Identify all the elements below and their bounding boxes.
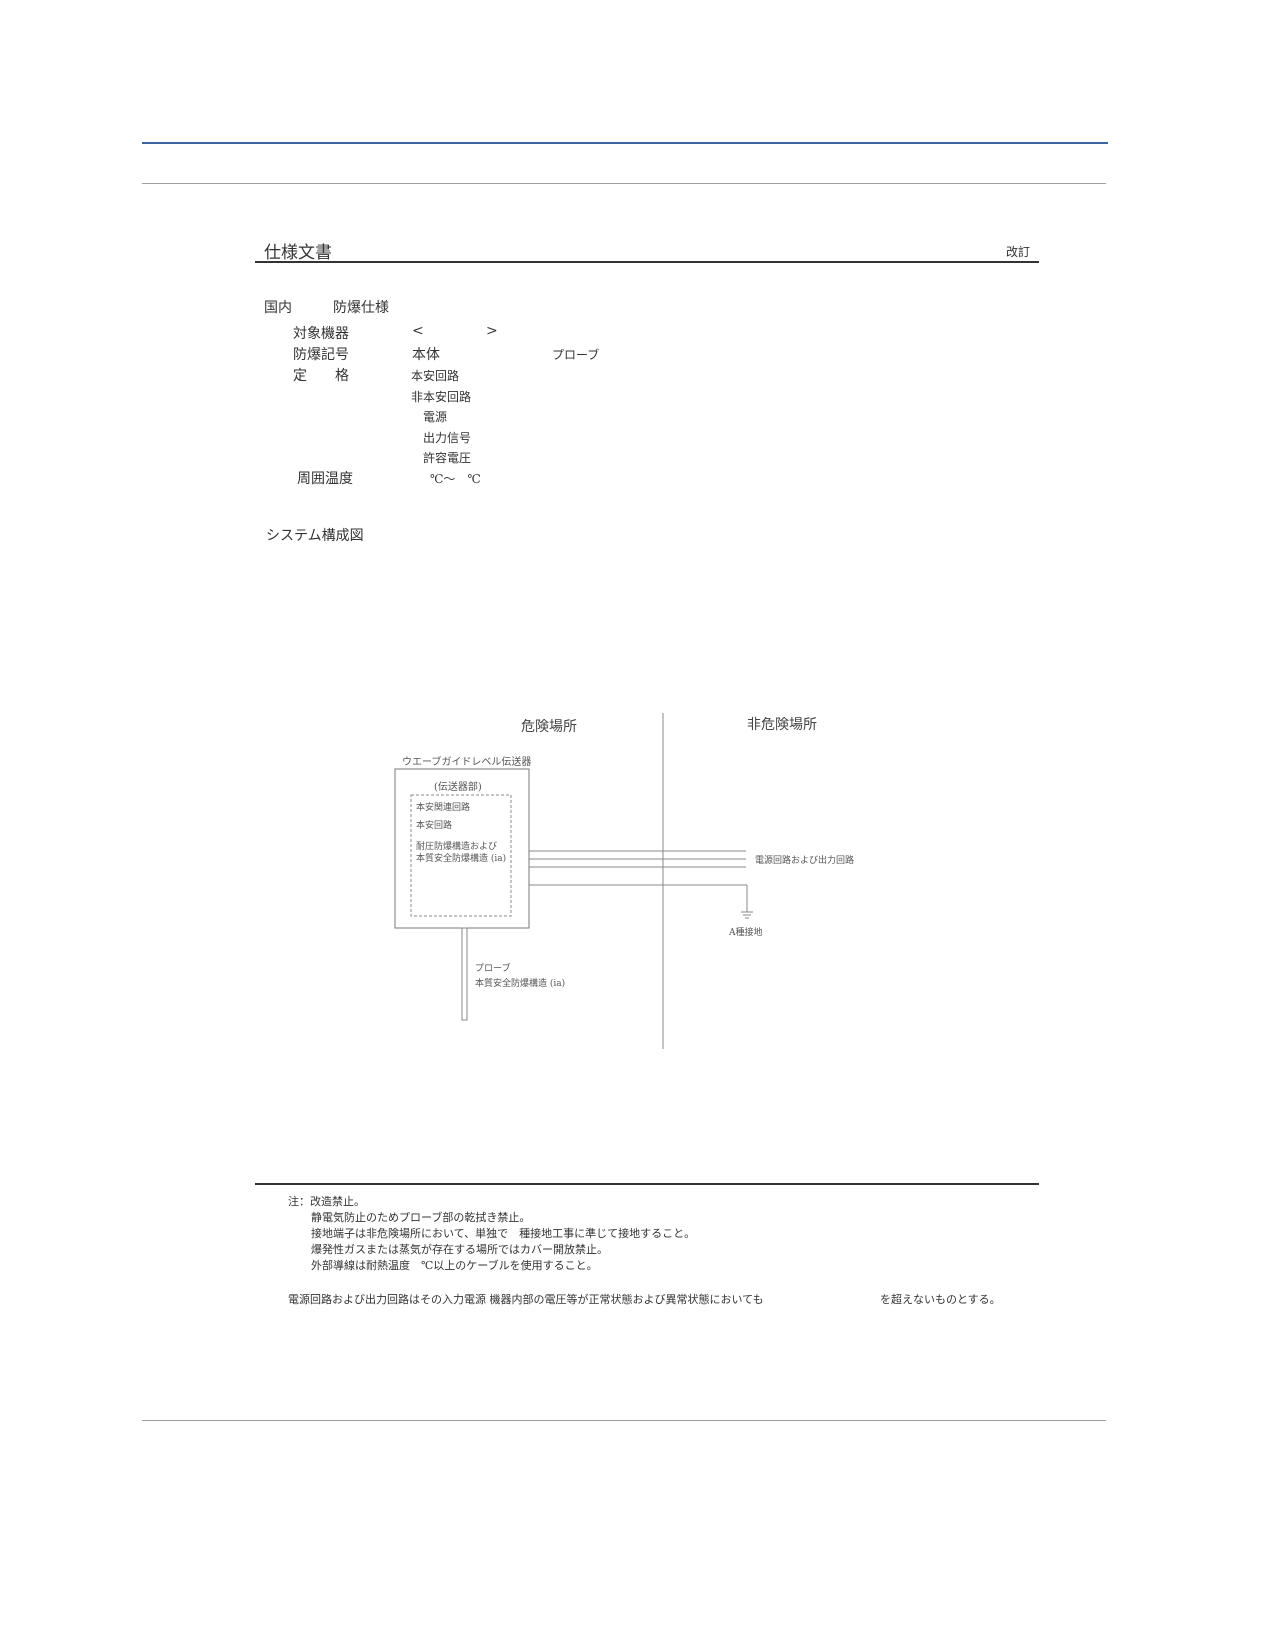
rating-item-output: 出力信号 <box>423 431 472 445</box>
inner-circuit-box <box>410 794 512 917</box>
non-hazardous-area-label: 非危険場所 <box>747 717 817 733</box>
power-output-label: 電源回路および出力回路 <box>755 856 855 866</box>
document-title: 仕様文書 <box>264 243 332 263</box>
mark-body: 本体 <box>412 347 440 363</box>
ground-icon <box>741 911 753 919</box>
notes-final-right: を超えないものとする。 <box>880 1293 1001 1306</box>
diagram-section-title: システム構成図 <box>266 528 364 544</box>
spec-heading-left: 国内 <box>264 300 292 316</box>
probe-protection-label: 本質安全防爆構造 (ia) <box>475 979 566 989</box>
transmitter-title: ウエーブガイドレベル伝送器 <box>402 757 532 768</box>
top-blue-rule <box>142 142 1108 144</box>
rating-item-power: 電源 <box>423 410 448 424</box>
note-item: 接地端子は非危険場所において、単独で 種接地工事に準じて接地すること。 <box>311 1227 696 1240</box>
rating-item-non-is-circuit: 非本安回路 <box>411 390 472 404</box>
inner-label-is-circuit: 本安回路 <box>416 821 453 831</box>
transmitter-section-label: (伝送器部) <box>434 782 482 793</box>
inner-label-related-circuit: 本安関連回路 <box>416 803 471 813</box>
rating-item-allowable-voltage: 許容電圧 <box>423 451 472 465</box>
spec-heading-right: 防爆仕様 <box>333 300 389 316</box>
notes-rule <box>255 1183 1039 1185</box>
notes-final-left: 電源回路および出力回路はその入力電源 機器内部の電圧等が正常状態および異常状態に… <box>288 1293 764 1306</box>
top-gray-rule <box>142 183 1106 184</box>
target-bracket-close: > <box>486 323 498 339</box>
revision-label: 改訂 <box>1006 245 1031 259</box>
target-label: 対象機器 <box>293 326 349 342</box>
target-bracket-open: < <box>412 323 424 339</box>
rating-item-is-circuit: 本安回路 <box>411 369 460 383</box>
header-rule <box>255 261 1039 263</box>
bottom-gray-rule <box>142 1420 1106 1421</box>
probe-label: プローブ <box>475 964 511 974</box>
ambient-label: 周囲温度 <box>297 471 353 487</box>
probe-rod <box>461 927 468 1021</box>
inner-label-flameproof: 耐圧防爆構造および <box>416 842 498 852</box>
rating-label: 定 格 <box>293 368 349 384</box>
mark-label: 防爆記号 <box>293 347 349 363</box>
hazardous-area-label: 危険場所 <box>521 719 577 735</box>
note-item: 静電気防止のためプローブ部の乾拭き禁止。 <box>311 1211 531 1224</box>
note-item: 外部導線は耐熱温度 ℃以上のケーブルを使用すること。 <box>311 1259 598 1272</box>
grounding-label: A種接地 <box>729 928 763 938</box>
notes-prefix: 注：改造禁止。 <box>288 1195 365 1208</box>
mark-probe: プローブ <box>552 348 600 362</box>
inner-label-intrinsic-safety: 本質安全防爆構造 (ia) <box>416 854 507 864</box>
note-item: 爆発性ガスまたは蒸気が存在する場所ではカバー開放禁止。 <box>311 1243 608 1256</box>
ambient-value: ℃～ ℃ <box>430 472 481 486</box>
